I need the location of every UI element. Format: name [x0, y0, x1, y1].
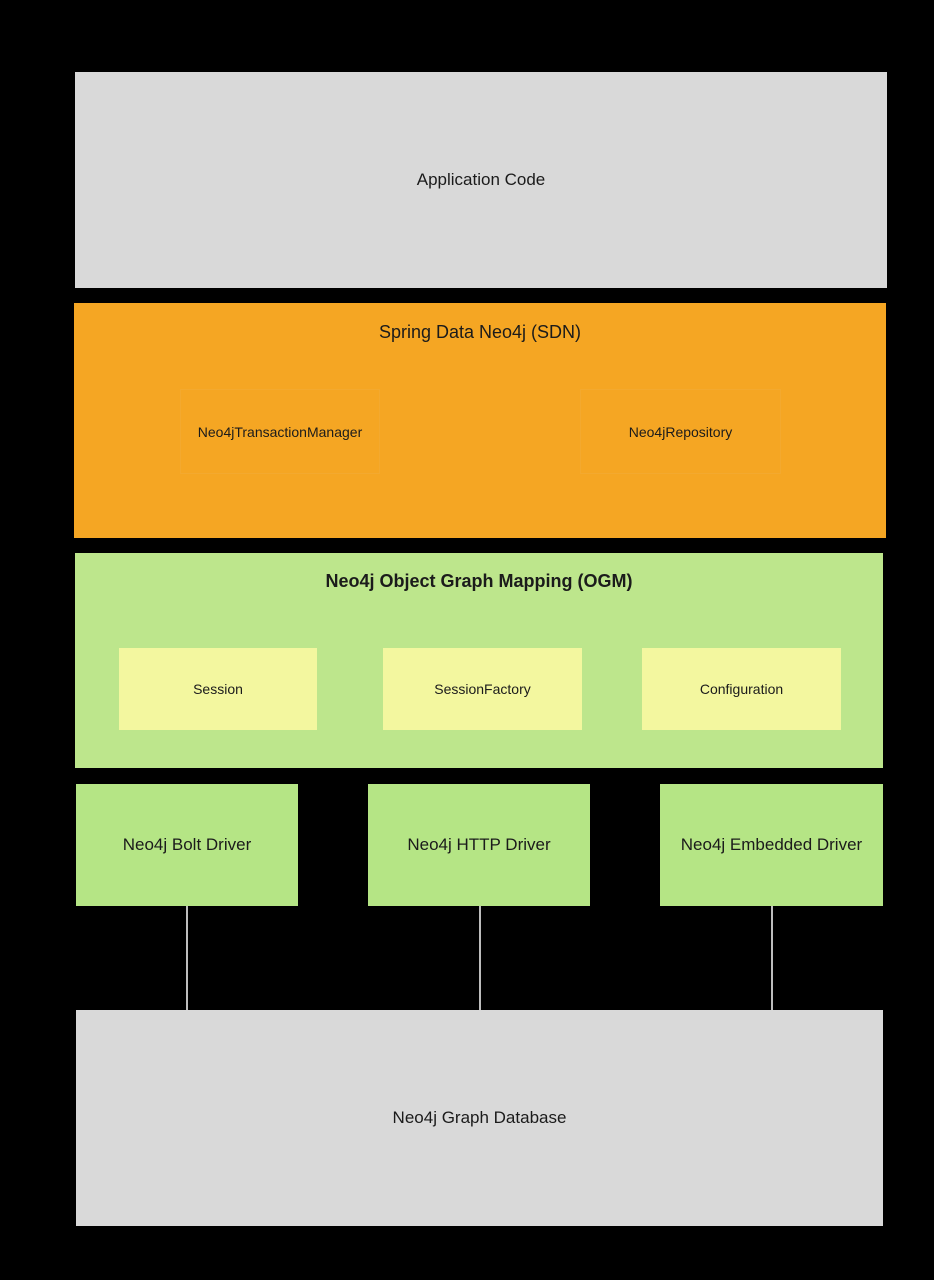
component-bolt-driver: Neo4j Bolt Driver [76, 784, 298, 906]
component-neo4j-transaction-manager: Neo4jTransactionManager [180, 389, 380, 474]
neo4j-ogm-title: Neo4j Object Graph Mapping (OGM) [325, 571, 633, 591]
session-factory-label: SessionFactory [434, 681, 531, 697]
component-http-driver: Neo4j HTTP Driver [368, 784, 590, 906]
component-neo4j-repository: Neo4jRepository [580, 389, 781, 474]
application-code-label: Application Code [416, 169, 546, 189]
connector-embedded-to-database [771, 906, 773, 1010]
layer-neo4j-graph-database: Neo4j Graph Database [76, 1010, 883, 1226]
embedded-driver-label: Neo4j Embedded Driver [680, 834, 863, 854]
neo4j-graph-database-label: Neo4j Graph Database [392, 1107, 567, 1127]
neo4j-repository-label: Neo4jRepository [628, 423, 733, 440]
component-configuration: Configuration [642, 648, 841, 730]
bolt-driver-label: Neo4j Bolt Driver [122, 834, 252, 854]
neo4j-transaction-manager-label: Neo4jTransactionManager [197, 423, 363, 440]
connector-http-to-database [479, 906, 481, 1010]
component-embedded-driver: Neo4j Embedded Driver [660, 784, 883, 906]
spring-data-neo4j-title: Spring Data Neo4j (SDN) [378, 322, 582, 342]
http-driver-label: Neo4j HTTP Driver [407, 834, 551, 854]
layer-spring-data-neo4j: Spring Data Neo4j (SDN) Neo4jTransaction… [74, 303, 886, 538]
configuration-label: Configuration [699, 681, 784, 697]
component-session-factory: SessionFactory [383, 648, 582, 730]
session-label: Session [193, 681, 243, 697]
layer-neo4j-ogm: Neo4j Object Graph Mapping (OGM) Session… [75, 553, 883, 768]
component-session: Session [119, 648, 317, 730]
connector-bolt-to-database [186, 906, 188, 1010]
layer-application-code: Application Code [75, 72, 887, 288]
